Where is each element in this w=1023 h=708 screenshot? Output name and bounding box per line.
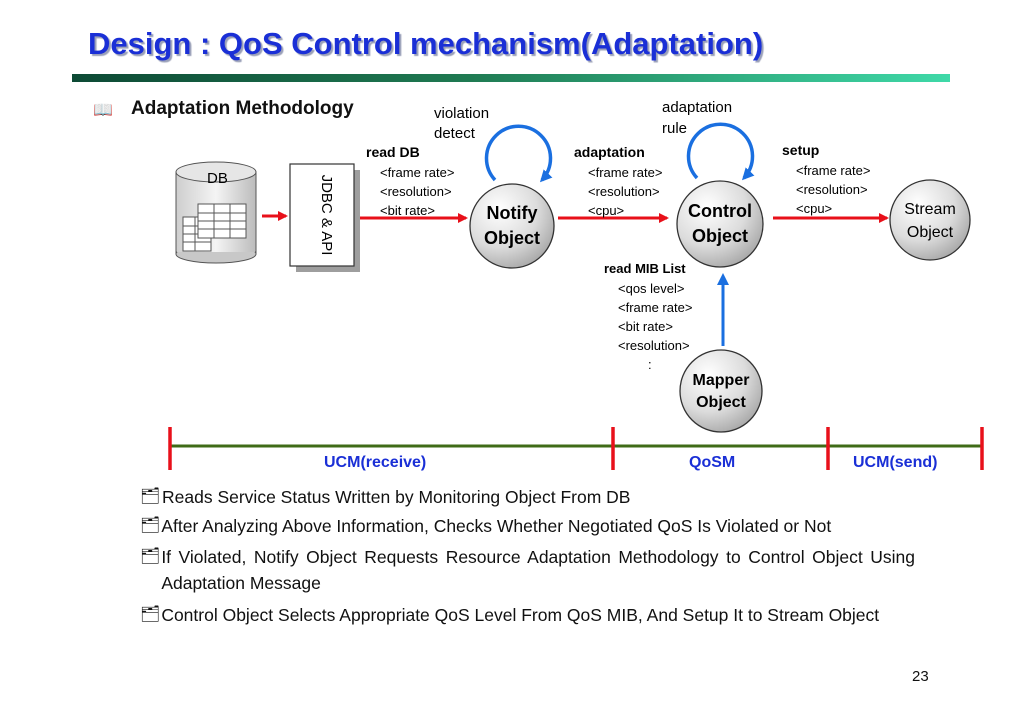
read-db-label: read DB (366, 144, 420, 160)
read-mib-label: read MIB List (604, 261, 686, 276)
setup-items: <frame rate><resolution><cpu> (796, 163, 871, 216)
db-label: DB (207, 170, 228, 187)
page-title: Design : QoS Control mechanism(Adaptatio… (88, 26, 764, 61)
read-db-items: <frame rate><resolution><bit rate> (380, 165, 455, 218)
section-subtitle: Adaptation Methodology (131, 98, 354, 119)
open-folder-icon: 🗂 (140, 517, 161, 534)
violation-loop-arrow (484, 124, 553, 183)
open-folder-icon: 🗂 (140, 488, 161, 505)
timeline-label-ucm-receive: UCM(receive) (324, 454, 427, 471)
page-number: 23 (912, 668, 929, 685)
adaptation-rule-loop-arrow (686, 122, 755, 181)
notify-object-line2: Object (484, 228, 540, 248)
bullet-list: 🗂 Reads Service Status Written by Monito… (140, 484, 915, 628)
stream-object-line1: Stream (904, 201, 956, 218)
notify-object-node (469, 183, 555, 269)
stream-object-line2: Object (907, 224, 954, 241)
mapper-object-line2: Object (696, 394, 746, 411)
timeline-label-qosm: QoSM (689, 454, 736, 471)
title-underline (72, 74, 950, 82)
setup-label: setup (782, 142, 820, 158)
mapper-object-node (679, 349, 763, 433)
jdbc-api-label: JDBC & API (318, 175, 335, 256)
control-object-node (676, 180, 764, 268)
timeline-label-ucm-send: UCM(send) (853, 454, 938, 471)
control-object-line2: Object (692, 226, 748, 246)
stream-object-node (889, 179, 971, 261)
open-folder-icon: 🗂 (140, 606, 161, 623)
read-mib-items: <qos level><frame rate><bit rate><resolu… (618, 281, 693, 372)
adaptation-items: <frame rate><resolution><cpu> (588, 165, 663, 218)
jdbc-api-box (289, 163, 360, 272)
mapper-object-line1: Mapper (693, 372, 750, 389)
open-folder-icon: 🗂 (140, 548, 161, 565)
adaptation-label: adaptation (574, 144, 645, 160)
control-object-line1: Control (688, 201, 752, 221)
list-item: 🗂 Control Object Selects Appropriate QoS… (140, 602, 915, 628)
list-item: 🗂 Reads Service Status Written by Monito… (140, 484, 915, 510)
list-item: 🗂 If Violated, Notify Object Requests Re… (140, 544, 915, 596)
list-item: 🗂 After Analyzing Above Information, Che… (140, 513, 915, 539)
qos-diagram: DB JDBC & API Notify Object Control Obje… (168, 122, 984, 470)
notify-object-line1: Notify (487, 203, 538, 223)
database-icon (175, 161, 257, 264)
book-icon: 📖 (93, 102, 113, 119)
